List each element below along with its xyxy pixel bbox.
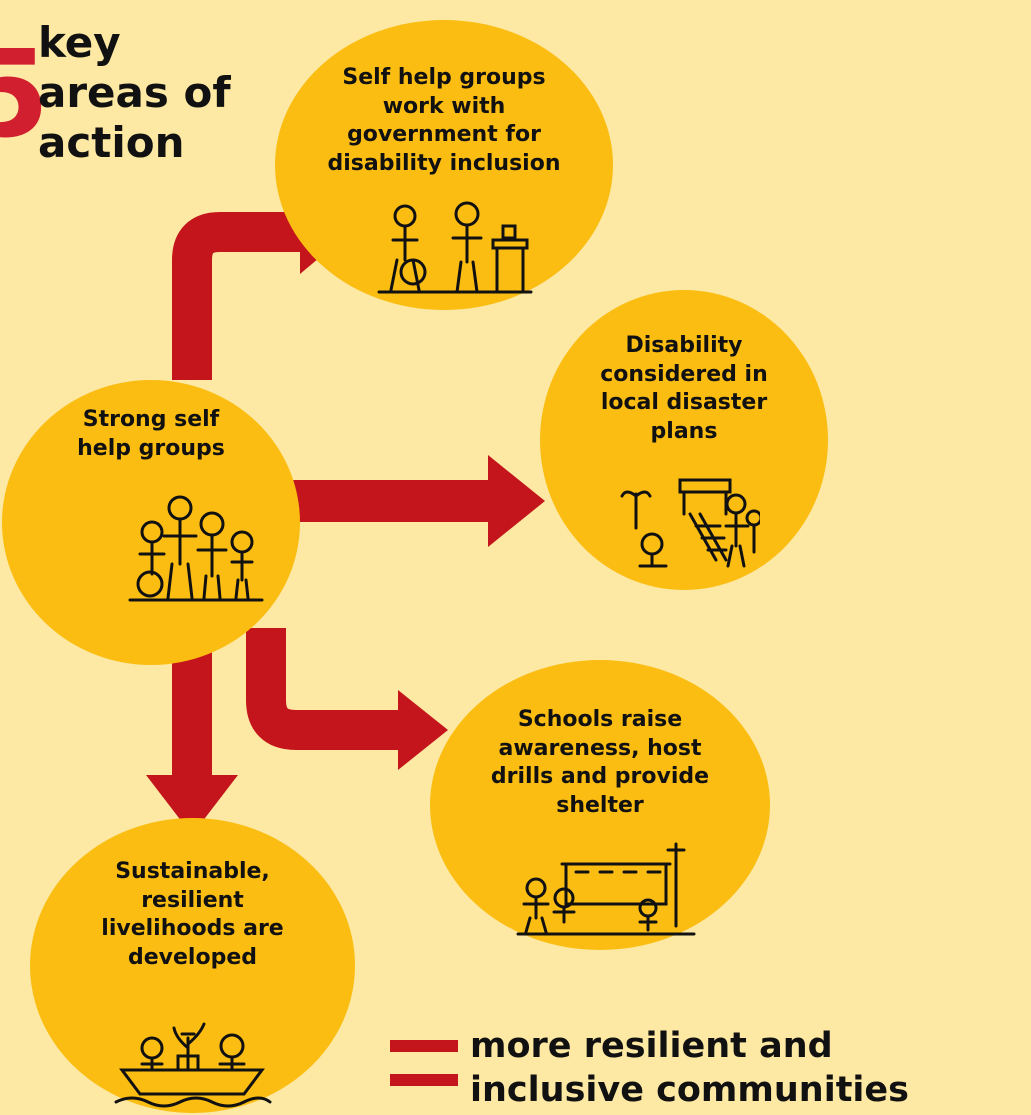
result-text: more resilient and inclusive communities [470, 1024, 909, 1112]
header-line-1: key [38, 18, 121, 67]
node-livelihoods: Sustainable, resilient livelihoods are d… [30, 818, 355, 1113]
header-line-3: action [38, 118, 185, 167]
header-line-2: areas of [38, 68, 231, 117]
node-center: Strong self help groups [2, 380, 300, 665]
arrowhead-schools [398, 690, 448, 770]
arrowhead-disaster-plans [488, 455, 545, 547]
arrow-to-disaster-plans [285, 480, 495, 522]
node-schools: Schools raise awareness, host drills and… [430, 660, 770, 950]
node-disaster-plans-label: Disability considered in local disaster … [600, 333, 768, 444]
equals-sign [390, 1040, 458, 1108]
count-number: 5 [0, 26, 50, 165]
header-title: key areas of action [38, 18, 231, 168]
arrowhead-livelihoods [146, 775, 238, 835]
school-building-icon [516, 842, 696, 936]
group-of-people-icon [128, 495, 264, 602]
node-schools-label: Schools raise awareness, host drills and… [490, 707, 710, 818]
arrow-to-government [172, 212, 318, 380]
shelter-and-people-icon [620, 478, 760, 568]
node-government-label: Self help groups work with government fo… [327, 65, 561, 176]
result-line-2: inclusive communities [470, 1070, 910, 1110]
boat-with-plants-icon [114, 1022, 272, 1108]
node-government: Self help groups work with government fo… [275, 20, 613, 310]
result-line-1: more resilient and [470, 1026, 833, 1066]
arrow-to-livelihoods [172, 640, 212, 780]
node-disaster-plans: Disability considered in local disaster … [540, 290, 828, 590]
node-center-label: Strong self help groups [77, 407, 225, 461]
meeting-with-official-icon [377, 201, 533, 294]
node-livelihoods-label: Sustainable, resilient livelihoods are d… [101, 859, 284, 970]
arrow-to-schools [246, 628, 408, 750]
